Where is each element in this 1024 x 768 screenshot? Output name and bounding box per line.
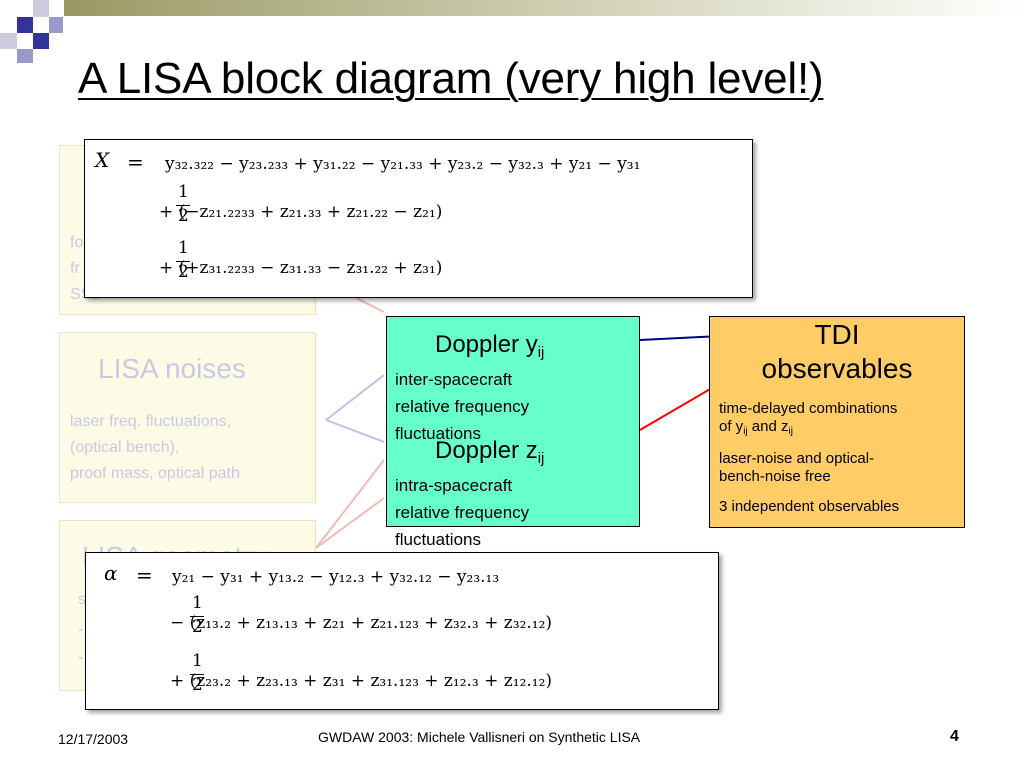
noises-line: laser freq. fluctuations, xyxy=(70,413,231,430)
deco-square xyxy=(49,17,63,33)
page-number: 4 xyxy=(950,728,959,745)
fraction-half: 1 2 xyxy=(176,182,190,228)
fraction-half: 1 2 xyxy=(190,593,204,639)
frac-bar xyxy=(176,205,190,206)
gw-line: fo xyxy=(70,234,84,251)
frac-bar xyxy=(190,674,204,675)
slide-title: A LISA block diagram (very high level!) xyxy=(78,54,824,103)
frac-bar xyxy=(176,261,190,262)
frac-num: 1 xyxy=(178,238,189,258)
footer-date: 12/17/2003 xyxy=(58,731,129,747)
frac-den: 2 xyxy=(178,206,189,226)
frac-bar xyxy=(190,616,204,617)
doppler-box: Doppler yij inter-spacecraft relative fr… xyxy=(386,316,640,548)
doppler-y-line: fluctuations xyxy=(395,424,481,443)
noises-title: LISA noises xyxy=(98,353,246,384)
geometry-line: - xyxy=(78,621,84,638)
connector-line xyxy=(325,419,385,443)
tdi-desc: time-delayed combinations xyxy=(719,400,898,417)
doppler-y-label: Doppler y xyxy=(435,331,538,358)
deco-square xyxy=(17,49,33,63)
formula-x-row2: + (−z₂₁.₂₂₃₃ + z₂₁.₃₃ + z₂₁.₂₂ − z₂₁) xyxy=(159,202,443,222)
frac-den: 2 xyxy=(192,617,203,637)
noises-line: (optical bench), xyxy=(70,439,180,456)
doppler-z-label: Doppler z xyxy=(435,437,538,464)
deco-square xyxy=(33,0,49,17)
formula-alpha-row1: y₂₁ − y₃₁ + y₁₃.₂ − y₁₂.₃ + y₃₂.₁₂ − y₂₃… xyxy=(172,567,500,587)
tdi-box: TDI observables time-delayed combination… xyxy=(709,316,965,528)
doppler-z-line: intra-spacecraft xyxy=(395,476,513,495)
doppler-y-line: relative frequency xyxy=(395,397,530,416)
formula-alpha-row2: − (z₁₃.₂ + z₁₃.₁₃ + z₂₁ + z₂₁.₁₂₃ + z₃₂.… xyxy=(170,613,553,633)
connector-line xyxy=(355,297,385,313)
deco-square xyxy=(17,17,33,33)
tdi-desc-sub: ij xyxy=(788,426,793,437)
geometry-line: - xyxy=(78,649,84,666)
tdi-desc: bench-noise free xyxy=(719,468,831,485)
doppler-y-title: Doppler yij xyxy=(435,331,544,361)
formula-x-row1: y₃₂.₃₂₂ − y₂₃.₂₃₃ + y₃₁.₂₂ − y₂₁.₃₃ + y₂… xyxy=(165,154,641,174)
formula-alpha-lhs: α xyxy=(104,561,118,585)
tdi-desc-sub: ij xyxy=(743,426,748,437)
formula-x-eq: = xyxy=(127,150,144,174)
formula-alpha-row3: + (z₂₃.₂ + z₂₃.₁₃ + z₃₁ + z₃₁.₁₂₃ + z₁₂.… xyxy=(170,671,553,691)
doppler-y-line: inter-spacecraft xyxy=(395,370,513,389)
frac-num: 1 xyxy=(192,593,203,613)
tdi-title-line2: observables xyxy=(761,353,913,384)
tdi-desc: laser-noise and optical- xyxy=(719,450,875,467)
doppler-y-subscript: ij xyxy=(537,344,545,361)
fraction-half: 1 2 xyxy=(176,238,190,284)
frac-num: 1 xyxy=(178,182,189,202)
frac-den: 2 xyxy=(178,262,189,282)
fraction-half: 1 2 xyxy=(190,651,204,697)
tdi-desc-part: and z xyxy=(747,418,789,435)
frac-num: 1 xyxy=(192,651,203,671)
noises-line: proof mass, optical path xyxy=(70,465,240,482)
tdi-title-line1: TDI xyxy=(814,319,860,350)
connector-line xyxy=(315,497,385,549)
doppler-z-line: relative frequency xyxy=(395,503,530,522)
formula-alpha-box: α = y₂₁ − y₃₁ + y₁₃.₂ − y₁₂.₃ + y₃₂.₁₂ −… xyxy=(85,552,719,710)
gw-line: fr xyxy=(70,260,80,277)
deco-square xyxy=(33,33,49,49)
doppler-z-line: fluctuations xyxy=(395,530,481,549)
connector-line xyxy=(325,374,385,421)
connector-line xyxy=(315,459,385,549)
footer-center-text: GWDAW 2003: Michele Vallisneri on Synthe… xyxy=(318,729,641,745)
lisa-noises-box: LISA noises laser freq. fluctuations, (o… xyxy=(59,332,316,503)
tdi-desc-part: of y xyxy=(719,418,744,435)
tdi-desc: of yij and zij xyxy=(719,419,793,437)
doppler-z-subscript: ij xyxy=(537,450,545,467)
formula-x-row3: + (+z₃₁.₂₂₃₃ − z₃₁.₃₃ − z₃₁.₂₂ + z₃₁) xyxy=(159,258,443,278)
deco-square xyxy=(0,33,17,49)
geometry-line: s xyxy=(78,591,86,608)
tdi-desc: 3 independent observables xyxy=(719,498,900,515)
formula-alpha-eq: = xyxy=(136,563,153,587)
frac-den: 2 xyxy=(192,675,203,695)
corner-decoration xyxy=(0,0,80,63)
header-gradient-bar xyxy=(64,0,1024,16)
formula-x-box: X = y₃₂.₃₂₂ − y₂₃.₂₃₃ + y₃₁.₂₂ − y₂₁.₃₃ … xyxy=(84,139,753,298)
doppler-z-title: Doppler zij xyxy=(435,437,544,467)
formula-x-lhs: X xyxy=(95,148,110,172)
